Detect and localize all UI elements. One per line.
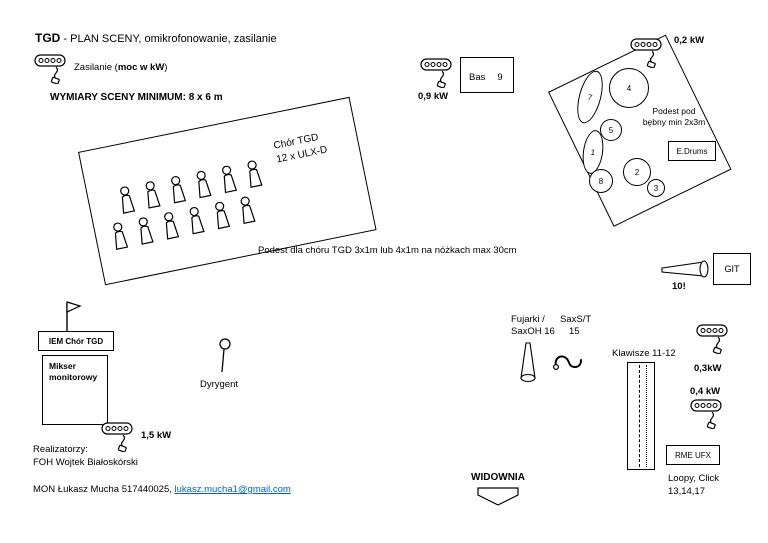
keys-power-top: 0,3kW <box>694 363 722 374</box>
drum-number: 8 <box>598 176 604 186</box>
power-outlet-icon <box>34 54 72 84</box>
drum-number: 3 <box>653 183 659 193</box>
bass-power: 0,9 kW <box>418 91 449 102</box>
rme-box: RME UFX <box>666 445 720 465</box>
power-outlet-icon <box>696 324 734 354</box>
drum-number: 5 <box>608 125 614 135</box>
choir-label: Chór TGD 12 x ULX-D <box>273 130 329 168</box>
fujarki-line2: SaxOH 16 <box>511 326 555 337</box>
choir-row-back <box>117 159 263 214</box>
mixer-line1: Mikser <box>49 361 76 371</box>
choir-riser-note: Podest dla chóru TGD 3x1m lub 4x1m na nó… <box>258 245 517 256</box>
sax-label: SaxS/T 15 <box>560 314 591 338</box>
legend-label: Zasilanie (moc w kW) <box>74 62 167 74</box>
monitor-mixer-box: Mikser monitorowy <box>42 355 108 425</box>
bass-channel: 9 <box>497 72 503 83</box>
conductor-label: Dyrygent <box>200 379 239 390</box>
flag-icon <box>54 300 82 334</box>
sax-icon <box>552 350 584 374</box>
title-brand: TGD <box>35 31 61 45</box>
choir-singer-icon <box>244 159 263 188</box>
drum-snare-5: 5 <box>600 119 622 141</box>
choir-singer-icon <box>161 211 180 240</box>
guitar-channel: 10! <box>672 281 686 292</box>
drum-number: 4 <box>626 83 632 93</box>
choir-singer-icon <box>193 170 212 199</box>
drum-riser-line1: Podest pod <box>652 106 696 116</box>
fujarki-label: Fujarki / SaxOH 16 <box>511 314 555 338</box>
choir-singer-icon <box>168 175 187 204</box>
guitar-box: GIT <box>713 253 751 285</box>
bass-box: Bas 9 <box>460 57 514 93</box>
audience-label: WIDOWNIA <box>471 472 525 483</box>
crew-line2: FOH Wojtek Białoskórski <box>33 457 138 468</box>
choir-row-front <box>110 195 256 250</box>
bass-label: Bas <box>469 72 486 83</box>
choir-singer-icon <box>237 195 256 225</box>
choir-singer-icon <box>186 206 205 235</box>
crew-line1: Realizatorzy: <box>33 444 88 455</box>
choir-singer-icon <box>117 185 136 214</box>
sax-line2: 15 <box>569 326 580 337</box>
legend-suffix: ) <box>164 62 168 73</box>
mic-icon <box>216 338 232 374</box>
power-outlet-icon <box>101 422 139 452</box>
crew-mon-line: MON Łukasz Mucha 517440025, lukasz.mucha… <box>33 484 291 496</box>
choir-singer-icon <box>142 180 161 209</box>
legend-bold: moc w kW <box>117 62 165 73</box>
keyboard-keys-line <box>646 365 647 467</box>
drum-cymbal-3: 3 <box>647 179 665 197</box>
choir-singer-icon <box>219 164 238 194</box>
guitar-amp-cone-icon <box>660 260 712 280</box>
power-outlet-icon <box>630 38 668 68</box>
drum-floor-8: 8 <box>589 169 613 193</box>
crew-mon-prefix: MON Łukasz Mucha 517440025, <box>33 484 175 495</box>
drum-riser-line2: bębny min 2x3m <box>642 117 706 127</box>
loops-line1: Loopy, Click <box>668 473 720 484</box>
mixer-line2: monitorowy <box>49 372 98 382</box>
title-rest: - PLAN SCENY, omikrofonowanie, zasilanie <box>60 33 277 45</box>
choir-singer-icon <box>135 216 154 245</box>
drum-number: 1 <box>590 147 596 157</box>
choir-stage-outline: Chór TGD 12 x ULX-D <box>78 96 377 286</box>
loops-line2: 13,14,17 <box>668 486 705 497</box>
choir-singer-icon <box>110 221 129 250</box>
drum-number: 7 <box>586 92 594 102</box>
drum-riser-label: Podest pod bębny min 2x3m <box>638 106 710 128</box>
power-outlet-icon <box>690 399 728 429</box>
edrums-box: E.Drums <box>668 141 716 161</box>
guitar-label: GIT <box>724 264 740 274</box>
rme-label: RME UFX <box>675 450 711 460</box>
sax-line1: SaxS/T <box>560 314 592 325</box>
keys-power-bottom: 0,4 kW <box>690 386 721 397</box>
audience-arrow-icon <box>476 487 520 507</box>
email-link[interactable]: lukasz.mucha1@gmail.com <box>174 484 291 495</box>
drum-number: 2 <box>634 167 640 177</box>
drum-kick-4: 4 <box>609 68 649 108</box>
power-outlet-icon <box>420 58 458 88</box>
stage-dimensions: WYMIARY SCENY MINIMUM: 8 x 6 m <box>50 92 223 103</box>
keyboard-divider-line <box>639 365 640 467</box>
keys-label: Klawisze 11-12 <box>612 348 676 359</box>
legend-prefix: Zasilanie ( <box>74 62 118 73</box>
fujarki-line1: Fujarki / <box>511 314 545 325</box>
page-title: TGD - PLAN SCENY, omikrofonowanie, zasil… <box>35 31 277 46</box>
monitor-power: 1,5 kW <box>141 430 172 441</box>
iem-box: IEM Chór TGD <box>38 331 114 351</box>
iem-label: IEM Chór TGD <box>48 336 104 346</box>
edrums-label: E.Drums <box>676 146 708 156</box>
drum-tom-2: 2 <box>623 158 651 186</box>
drums-power: 0,2 kW <box>674 35 705 46</box>
keyboard-shape <box>627 362 655 470</box>
flute-icon <box>518 342 538 384</box>
choir-singer-icon <box>212 201 231 230</box>
